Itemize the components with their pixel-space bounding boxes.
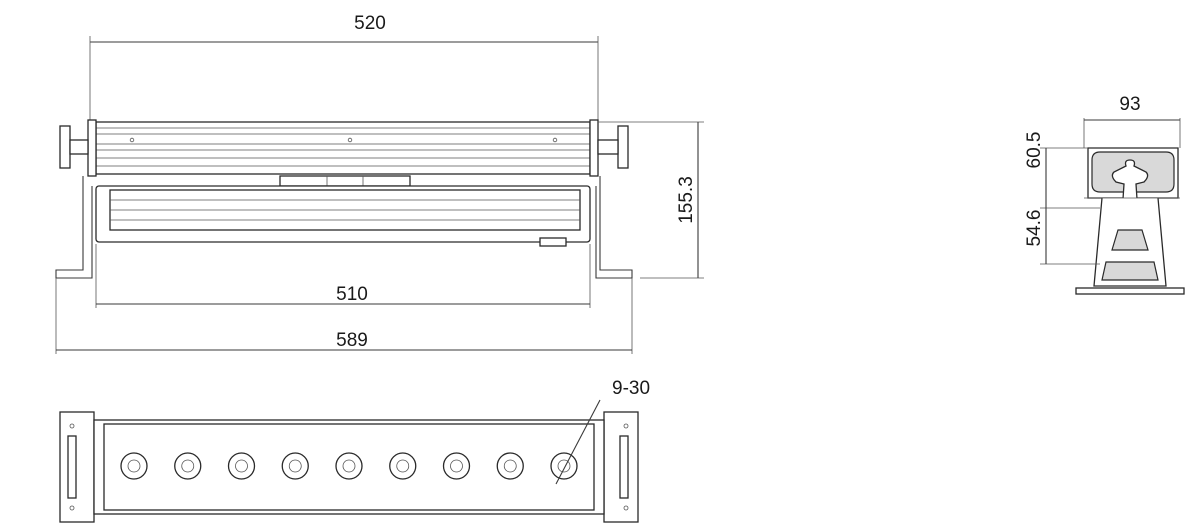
dimension-520-label: 520: [354, 13, 386, 34]
side-view: 93 60.5 54.6: [1024, 94, 1185, 295]
lens-inner: [557, 459, 571, 473]
screw-icon: [347, 137, 353, 143]
mount-tabs: [279, 175, 411, 187]
dimension-93-label: 93: [1119, 94, 1140, 115]
knob-stem-right: [597, 139, 619, 155]
lens-outer: [335, 452, 363, 480]
lens-outer: [174, 452, 202, 480]
top-slot-right: [619, 435, 629, 499]
screw-icon: [552, 137, 558, 143]
connector: [539, 237, 567, 247]
note-leader: [555, 399, 601, 485]
lens-note-label: 9-30: [612, 378, 650, 399]
screw-icon: [129, 137, 135, 143]
dimension-54-6-label: 54.6: [1024, 210, 1045, 247]
lens-outer: [227, 452, 256, 480]
lens-outer: [281, 452, 309, 480]
dimension-510-label: 510: [336, 284, 368, 305]
lens-inner: [503, 459, 517, 473]
bracket-right: [595, 176, 633, 279]
knob-stem-left: [69, 139, 89, 155]
side-base-plate: [1075, 287, 1185, 295]
lens-outer: [496, 452, 524, 480]
end-cap-right: [589, 119, 599, 177]
end-cap-left: [87, 119, 97, 177]
dimension-60-5-label: 60.5: [1024, 132, 1045, 169]
lens-row: [120, 452, 578, 480]
top-bracket-left: [59, 411, 95, 523]
lens-outer: [120, 452, 148, 480]
dimension-155-label: 155.3: [676, 176, 697, 224]
top-view: 9-30: [59, 378, 650, 523]
lens-outer: [442, 452, 471, 480]
main-housing: [95, 121, 591, 175]
knob-right: [617, 125, 629, 169]
lens-inner: [450, 459, 463, 473]
lens-inner: [235, 459, 248, 473]
bracket-left: [55, 176, 93, 279]
dimension-589-label: 589: [336, 330, 368, 351]
side-window-1: [1111, 229, 1149, 251]
side-window-2: [1101, 261, 1159, 281]
lens-inner: [288, 459, 302, 473]
top-slot-left: [67, 435, 77, 499]
lens-inner: [181, 459, 195, 473]
knob-left: [59, 125, 71, 169]
lens-inner: [342, 459, 356, 473]
lens-outer: [389, 452, 417, 480]
side-knob: [1111, 159, 1149, 220]
lens-inner: [127, 459, 141, 473]
lens-inner: [396, 459, 410, 473]
front-view: 520: [55, 13, 704, 354]
lens-outer: [550, 452, 578, 480]
